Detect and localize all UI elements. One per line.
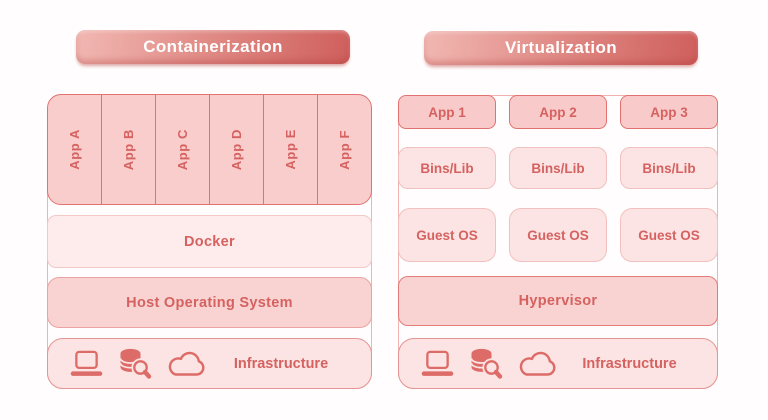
app-box-2: App 2 xyxy=(509,95,607,129)
app-box-3: App 3 xyxy=(620,95,718,129)
virtualization-stack: App 1 App 2 App 3 Bins/Lib Bins/Lib Bins… xyxy=(398,95,718,389)
guest-os-box: Guest OS xyxy=(398,208,496,262)
docker-layer: Docker xyxy=(47,215,372,268)
vm-apps-row: App 1 App 2 App 3 xyxy=(398,95,718,129)
infrastructure-layer-right: Infrastructure xyxy=(398,338,718,389)
bins-lib-box: Bins/Lib xyxy=(398,147,496,189)
infrastructure-icons xyxy=(421,347,558,381)
database-search-icon xyxy=(116,347,152,381)
app-column-f: App F xyxy=(317,95,371,204)
container-apps-box: App A App B App C App D App E App F xyxy=(47,94,372,205)
laptop-icon xyxy=(70,349,103,378)
infrastructure-label: Infrastructure xyxy=(582,355,677,372)
containerization-stack: App A App B App C App D App E App F Dock… xyxy=(47,94,372,389)
guest-os-box: Guest OS xyxy=(620,208,718,262)
app-box-1: App 1 xyxy=(398,95,496,129)
containerization-title: Containerization xyxy=(143,37,283,56)
guest-os-box: Guest OS xyxy=(509,208,607,262)
infrastructure-icons xyxy=(70,347,207,381)
host-os-label: Host Operating System xyxy=(126,294,293,311)
cloud-icon xyxy=(516,349,558,379)
app-column-c: App C xyxy=(155,95,209,204)
app-label: App C xyxy=(175,128,190,171)
host-os-layer: Host Operating System xyxy=(47,277,372,328)
docker-label: Docker xyxy=(184,233,235,250)
app-label: App B xyxy=(121,128,136,171)
infrastructure-label: Infrastructure xyxy=(233,355,329,372)
laptop-icon xyxy=(421,349,454,378)
guest-os-row: Guest OS Guest OS Guest OS xyxy=(398,208,718,262)
app-label: App E xyxy=(283,129,298,170)
hypervisor-label: Hypervisor xyxy=(518,293,598,309)
bins-lib-box: Bins/Lib xyxy=(509,147,607,189)
cloud-icon xyxy=(165,349,207,379)
infrastructure-layer: Infrastructure xyxy=(47,338,372,389)
bins-lib-row: Bins/Lib Bins/Lib Bins/Lib xyxy=(398,147,718,189)
app-column-e: App E xyxy=(263,95,317,204)
app-column-a: App A xyxy=(48,95,101,204)
containerization-banner: Containerization xyxy=(76,30,350,64)
app-label: App F xyxy=(337,129,352,170)
virtualization-banner: Virtualization xyxy=(424,31,698,65)
hypervisor-layer: Hypervisor xyxy=(398,276,718,326)
database-search-icon xyxy=(467,347,503,381)
app-column-b: App B xyxy=(101,95,155,204)
virtualization-title: Virtualization xyxy=(504,38,618,57)
app-label: App A xyxy=(67,129,82,170)
app-label: App D xyxy=(229,128,244,171)
bins-lib-box: Bins/Lib xyxy=(620,147,718,189)
app-column-d: App D xyxy=(209,95,263,204)
